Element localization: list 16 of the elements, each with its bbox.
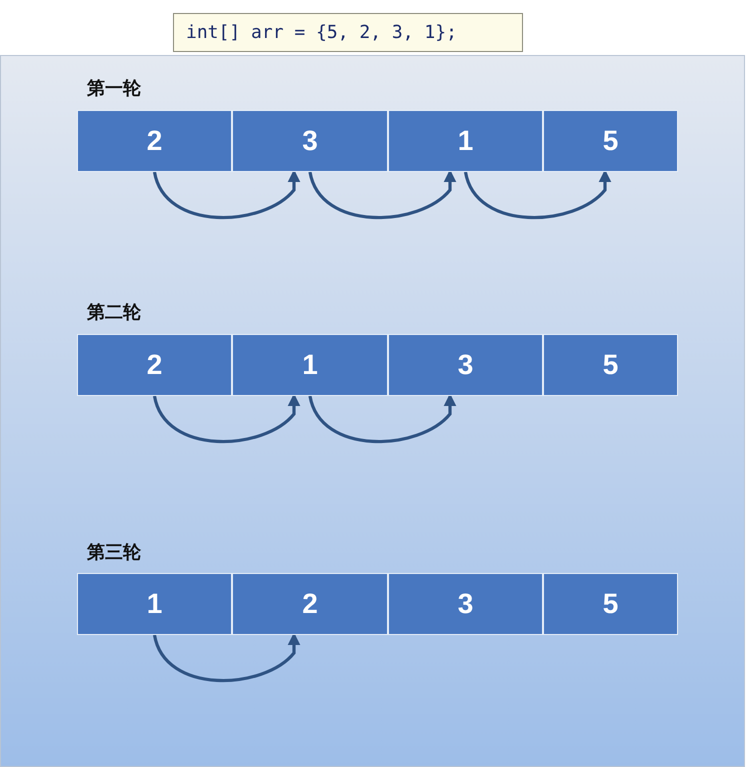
array-cell: 1 <box>232 334 388 396</box>
array-cell: 5 <box>543 334 678 396</box>
array-cell: 5 <box>543 573 678 635</box>
array-cell: 3 <box>388 573 543 635</box>
round-heading: 第二轮 <box>87 301 141 324</box>
array-cell: 2 <box>232 573 388 635</box>
array-cell: 5 <box>543 110 678 172</box>
array-cell: 3 <box>388 334 543 396</box>
array-cell: 1 <box>77 573 232 635</box>
array-cell: 2 <box>77 110 232 172</box>
array-cell: 1 <box>388 110 543 172</box>
round-heading: 第一轮 <box>87 77 141 100</box>
array-cell: 2 <box>77 334 232 396</box>
code-box: int[] arr = {5, 2, 3, 1}; <box>173 13 523 52</box>
round-heading: 第三轮 <box>87 541 141 564</box>
array-cell: 3 <box>232 110 388 172</box>
